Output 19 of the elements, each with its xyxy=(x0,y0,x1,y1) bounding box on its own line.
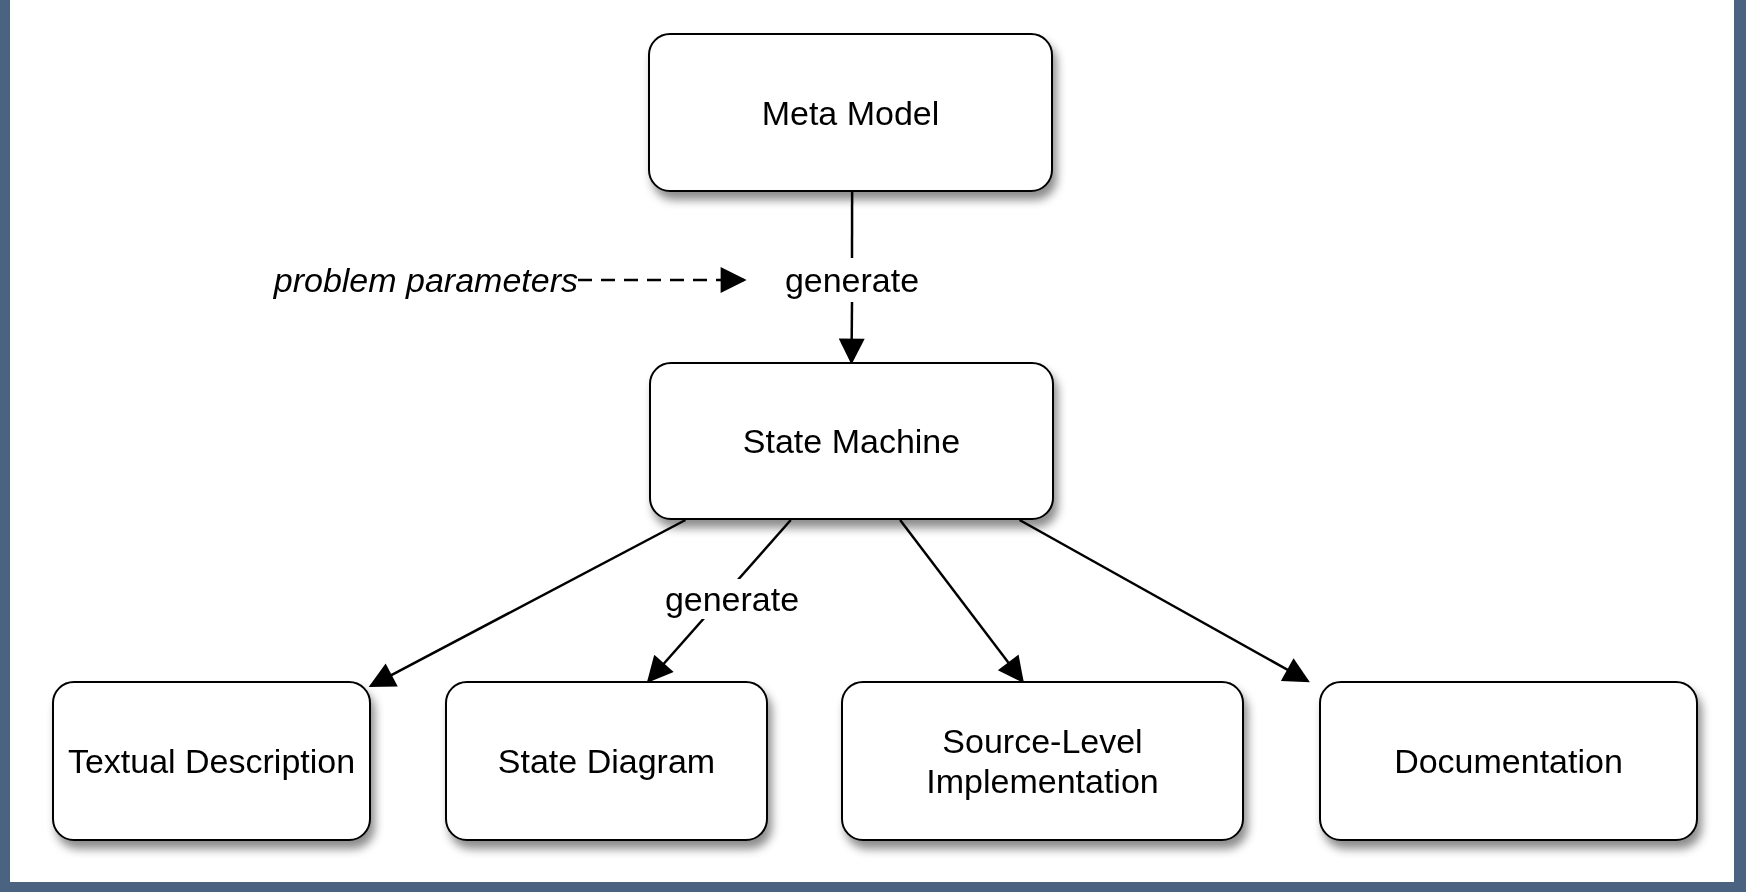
node-label: Source-Level Implementation xyxy=(925,721,1160,801)
node-label: Meta Model xyxy=(761,92,940,133)
process-box xyxy=(841,681,1244,841)
arrow xyxy=(899,519,1024,684)
process-box xyxy=(648,33,1053,192)
arrow xyxy=(578,267,747,293)
node-label: State Diagram xyxy=(497,741,716,781)
annotation-text: generate xyxy=(784,260,920,300)
arrow xyxy=(1018,518,1310,683)
node-label: Textual Description xyxy=(67,741,356,781)
process-box xyxy=(1319,681,1698,841)
node-label: Documentation xyxy=(1394,741,1623,781)
arrow xyxy=(838,302,865,365)
annotation-text: problem parameters xyxy=(273,260,578,300)
process-box xyxy=(649,362,1054,520)
process-box xyxy=(445,681,768,841)
process-box xyxy=(52,681,371,841)
arrow xyxy=(368,518,687,687)
node-label: State Machine xyxy=(742,421,961,461)
